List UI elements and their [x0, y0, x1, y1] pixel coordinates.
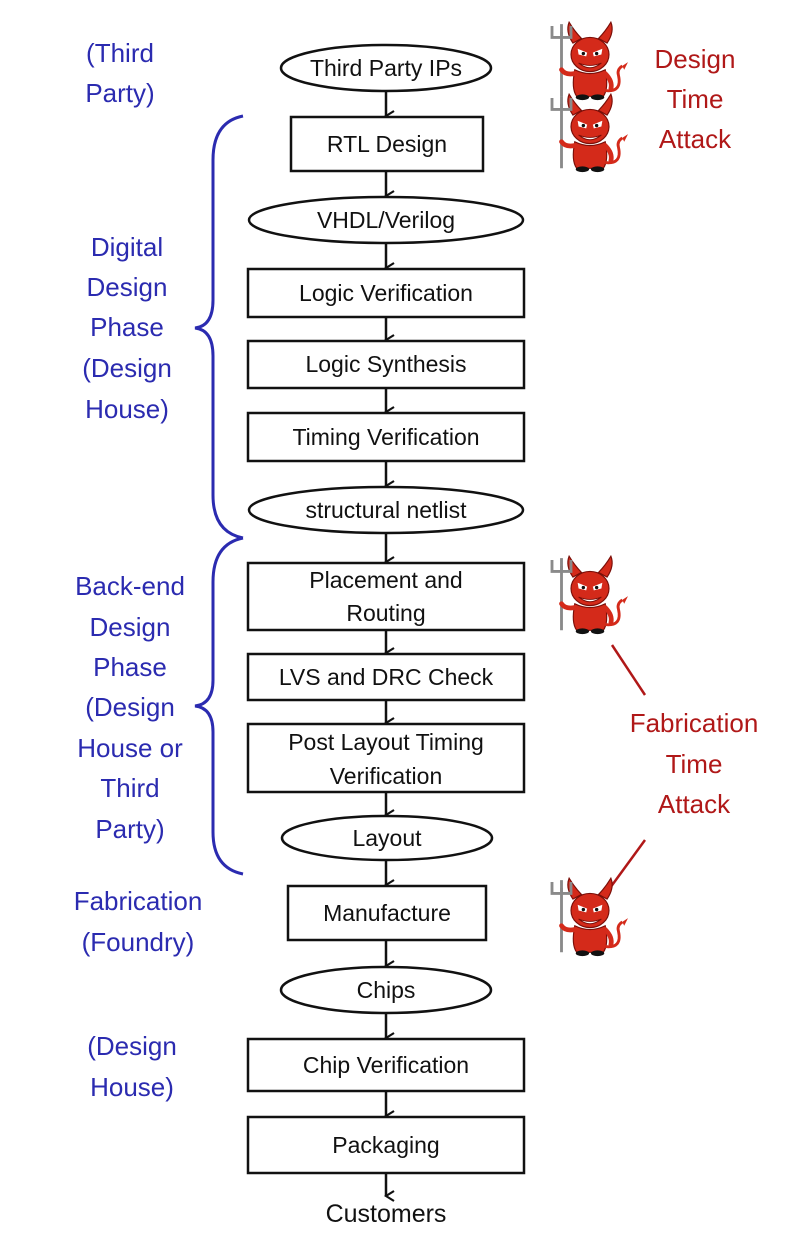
devil-icon [552, 878, 628, 956]
node-chip-verification-label: Chip Verification [303, 1052, 469, 1078]
phase-digital-design-line-2: Design [87, 272, 168, 302]
devil-icon [552, 94, 628, 172]
node-lvs-drc-check-label: LVS and DRC Check [279, 664, 494, 690]
node-rtl-design: RTL Design [289, 115, 485, 173]
phase-back-end: Back-end Design Phase (Design House or T… [75, 571, 185, 844]
phase-back-end-line-5: House or [77, 733, 183, 763]
node-placement-routing: Placement and Routing [246, 561, 526, 632]
node-third-party-ips-label: Third Party IPs [310, 55, 462, 81]
node-packaging: Packaging [246, 1115, 526, 1175]
node-packaging-label: Packaging [332, 1132, 439, 1158]
phase-fabrication: Fabrication (Foundry) [74, 886, 203, 957]
node-vhdl-verilog: VHDL/Verilog [247, 195, 525, 245]
phase-design-house: (Design House) [87, 1031, 177, 1102]
node-timing-verification-label: Timing Verification [292, 424, 479, 450]
node-chip-verification: Chip Verification [246, 1037, 526, 1093]
node-rtl-design-label: RTL Design [327, 131, 447, 157]
phase-digital-design: Digital Design Phase (Design House) [82, 232, 172, 424]
node-logic-synthesis-label: Logic Synthesis [305, 351, 466, 377]
phase-back-end-line-4: (Design [85, 692, 175, 722]
node-chips-label: Chips [357, 977, 416, 1003]
node-vhdl-verilog-label: VHDL/Verilog [317, 207, 455, 233]
attack-fabrication-time-line-3: Attack [658, 789, 731, 819]
node-structural-netlist-label: structural netlist [305, 497, 467, 523]
node-placement-routing-label-1: Placement and [309, 567, 462, 593]
phase-design-house-line-1: (Design [87, 1031, 177, 1061]
node-structural-netlist: structural netlist [247, 485, 525, 535]
customers-label: Customers [326, 1200, 447, 1228]
phase-third-party-line-1: (Third [86, 38, 154, 68]
phase-design-house-line-2: House) [90, 1072, 174, 1102]
node-lvs-drc-check: LVS and DRC Check [246, 652, 526, 702]
phase-third-party: (Third Party) [85, 38, 154, 108]
node-layout-label: Layout [352, 825, 422, 851]
phase-digital-design-line-5: House) [85, 394, 169, 424]
phase-digital-design-line-4: (Design [82, 353, 172, 383]
attack-connector-upper [610, 644, 647, 696]
phase-fabrication-line-2: (Foundry) [82, 927, 195, 957]
node-chips: Chips [279, 965, 493, 1015]
phase-back-end-line-7: Party) [95, 814, 164, 844]
node-layout: Layout [280, 814, 494, 862]
attack-fabrication-time-line-2: Time [666, 749, 723, 779]
node-logic-verification-label: Logic Verification [299, 280, 473, 306]
attack-design-time: Design Time Attack [655, 44, 736, 154]
attack-design-time-line-1: Design [655, 44, 736, 74]
attack-design-time-line-3: Attack [659, 124, 732, 154]
phase-back-end-line-3: Phase [93, 652, 167, 682]
phase-fabrication-line-1: Fabrication [74, 886, 203, 916]
node-post-layout-timing-label-2: Verification [330, 763, 443, 789]
node-post-layout-timing: Post Layout Timing Verification [246, 722, 526, 794]
node-manufacture: Manufacture [286, 884, 488, 942]
node-logic-synthesis: Logic Synthesis [246, 339, 526, 390]
node-timing-verification: Timing Verification [246, 411, 526, 463]
phase-back-end-line-6: Third [100, 773, 159, 803]
node-placement-routing-label-2: Routing [346, 600, 425, 626]
brace-back-end [194, 536, 244, 876]
attack-connector-lower [608, 839, 647, 889]
phase-back-end-line-1: Back-end [75, 571, 185, 601]
node-logic-verification: Logic Verification [246, 267, 526, 319]
node-post-layout-timing-label-1: Post Layout Timing [288, 729, 484, 755]
phase-digital-design-line-1: Digital [91, 232, 163, 262]
phase-digital-design-line-3: Phase [90, 312, 164, 342]
devil-icon [552, 556, 628, 634]
attack-fabrication-time: Fabrication Time Attack [630, 708, 759, 819]
phase-third-party-line-2: Party) [85, 78, 154, 108]
brace-digital-design [194, 114, 244, 540]
attack-fabrication-time-line-1: Fabrication [630, 708, 759, 738]
node-third-party-ips: Third Party IPs [279, 43, 493, 93]
attack-design-time-line-2: Time [667, 84, 724, 114]
devil-icon [552, 22, 628, 100]
phase-back-end-line-2: Design [90, 612, 171, 642]
node-manufacture-label: Manufacture [323, 900, 451, 926]
